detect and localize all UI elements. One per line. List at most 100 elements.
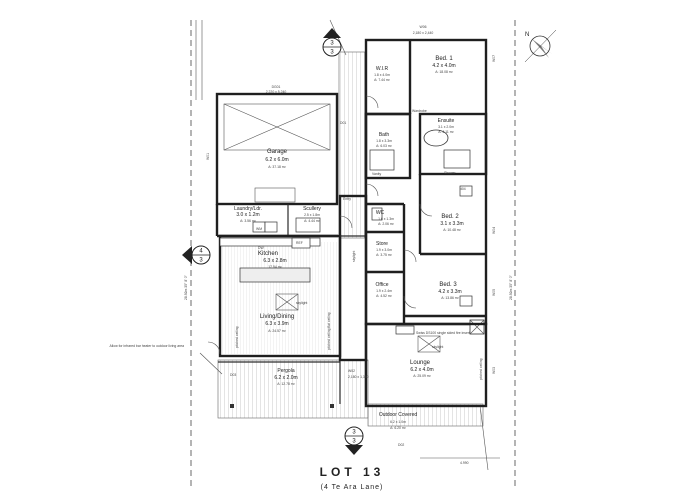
window-w03: W03: [492, 367, 496, 374]
pitched-ceiling-label-living: pitched ceiling: [235, 326, 239, 348]
section-marker-left: 4 3: [182, 245, 211, 265]
window-dg01-size: 2,220 x 5,240: [266, 90, 287, 94]
window-w01: W01: [206, 153, 210, 160]
room-dims-bath: 1.8 x 3.3m: [376, 139, 392, 143]
vanity-label: Vanity: [372, 172, 381, 176]
north-label: N: [525, 32, 529, 38]
room-area-kitchen: 17.54 m²: [268, 265, 282, 269]
living-floor: [222, 242, 339, 354]
outdoor-deck: [217, 359, 369, 419]
lot-title: LOT 13: [320, 465, 385, 479]
room-area-wc: A: 2.06 m²: [378, 222, 395, 226]
room-area-outdoor: A: 6.20 m²: [390, 426, 407, 430]
section-num-top: 3: [330, 41, 334, 47]
boundary-dim-left: 28.92m 35° 8' 0": [184, 274, 188, 300]
pergola: [218, 356, 341, 408]
shower-label: Shower: [444, 171, 456, 175]
room-dims-laundry: 3.0 x 1.2m: [236, 212, 259, 218]
room-name-store: Store: [376, 241, 388, 247]
window-w06: W06: [420, 25, 427, 29]
north-arrow: N: [524, 29, 557, 63]
room-dims-wir: 1.8 x 4.0m: [374, 73, 390, 77]
room-area-lounge: A: 25.09 m²: [413, 374, 431, 378]
room-area-living: A: 24.57 m²: [268, 329, 286, 333]
room-area-office: A: 4.52 m²: [376, 294, 393, 298]
room-dims-living: 6.3 x 3.9m: [265, 321, 288, 327]
door-d02: D02: [398, 443, 404, 447]
door-d01: D01: [340, 121, 346, 125]
entry-label: Entry: [343, 197, 351, 201]
room-name-bed3: Bed. 3: [439, 282, 457, 288]
room-name-wir: W.I.R: [376, 66, 389, 72]
kitchen-living: [218, 234, 342, 358]
heater-note: Allow for infrared bar heater to outdoor…: [110, 344, 185, 348]
room-dims-bed1: 4.2 x 4.0m: [432, 63, 455, 69]
section-num-bottom: 3: [352, 430, 356, 436]
room-dims-ensuite: 3.1 x 2.0m: [438, 125, 454, 129]
room-name-lounge: Lounge: [410, 360, 431, 366]
ref-label: REF: [296, 241, 303, 245]
room-area-wir: A: 7.44 m²: [374, 78, 391, 82]
skylights: [275, 293, 441, 353]
room-area-bed2: A: 10.48 m²: [443, 228, 461, 232]
window-w02-size: 2,180 x 1,380: [348, 375, 369, 379]
room-dims-pergola: 6.2 x 2.0m: [274, 375, 297, 381]
door-d03: D03: [230, 373, 236, 377]
room-name-bed1: Bed. 1: [435, 56, 453, 62]
room-area-bed3: A: 13.86 m²: [441, 296, 459, 300]
room-name-bath: Bath: [379, 132, 390, 138]
room-dims-wc: 1.6 x 1.3m: [378, 217, 394, 221]
window-w02: W02: [348, 369, 355, 373]
window-w07: W07: [492, 55, 496, 62]
window-dg01: DG01: [272, 85, 281, 89]
room-dims-bed2: 3.1 x 3.3m: [440, 221, 463, 227]
room-name-laundry: Laundry/Ldr.: [234, 206, 262, 212]
bedroom-wing: [364, 38, 488, 335]
room-area-laundry: A: 3.56 m²: [240, 219, 257, 223]
skylight-label-living: skylight: [296, 301, 307, 305]
section-sheet-top: 3: [330, 50, 334, 56]
lot-address: (4 Te Ara Lane): [321, 484, 384, 491]
room-name-outdoor: Outdoor Covered: [379, 412, 418, 418]
window-w05: W05: [492, 289, 496, 296]
ramp: [338, 51, 366, 239]
room-name-office: Office: [376, 282, 389, 288]
section-sheet-left: 3: [199, 258, 203, 264]
room-name-pergola: Pergola: [277, 368, 294, 374]
section-marker-top: 3 3: [322, 28, 342, 57]
lounge: [364, 322, 488, 408]
room-name-garage: Garage: [267, 149, 288, 155]
room-area-bath: A: 6.03 m²: [376, 144, 393, 148]
skylight-label-hall: skylight: [352, 251, 356, 262]
room-area-store: A: 3.75 m²: [376, 253, 393, 257]
room-area-bed1: A: 18.08 m²: [435, 70, 453, 74]
room-dims-lounge: 6.2 x 4.0m: [410, 367, 433, 373]
room-dims-store: 1.9 x 3.0m: [376, 248, 392, 252]
room-name-scullery: Scullery: [303, 206, 321, 212]
room-name-kitchen: Kitchen: [258, 251, 278, 257]
boundary-dim-right: 28.92m 35° 8' 0": [509, 274, 513, 300]
wm-label: WM: [256, 227, 262, 231]
skylight-label-lounge: skylight: [432, 345, 443, 349]
dw-label: DW: [258, 246, 264, 250]
window-w04: W04: [492, 227, 496, 234]
room-dims-bed3: 4.2 x 3.3m: [438, 289, 461, 295]
section-sheet-bottom: 3: [352, 439, 356, 445]
door-swings: [207, 95, 433, 355]
room-area-pergola: A: 12.78 m²: [277, 382, 295, 386]
wardrobe-label: Wardrobe: [412, 109, 427, 113]
pitched-ceiling-label-lounge: pitched ceiling: [479, 358, 483, 380]
pitched-flat-ceiling-label: pitched ceiling flat ceiling: [327, 312, 331, 350]
section-num-left: 4: [199, 249, 203, 255]
boundary-dim-bottom: 4.990: [460, 461, 469, 465]
room-dims-scullery: 2.5 x 1.8m: [304, 213, 320, 217]
room-name-ensuite: Ensuite: [438, 118, 455, 124]
rear-deck: [367, 403, 484, 427]
garage: [215, 92, 339, 206]
room-name-living: Living/Dining: [260, 314, 294, 320]
door-d04: d04: [460, 187, 466, 191]
room-dims-office: 1.9 x 2.4m: [376, 289, 392, 293]
section-marker-bottom: 3 3: [344, 426, 364, 455]
room-name-bed2: Bed. 2: [441, 214, 459, 220]
